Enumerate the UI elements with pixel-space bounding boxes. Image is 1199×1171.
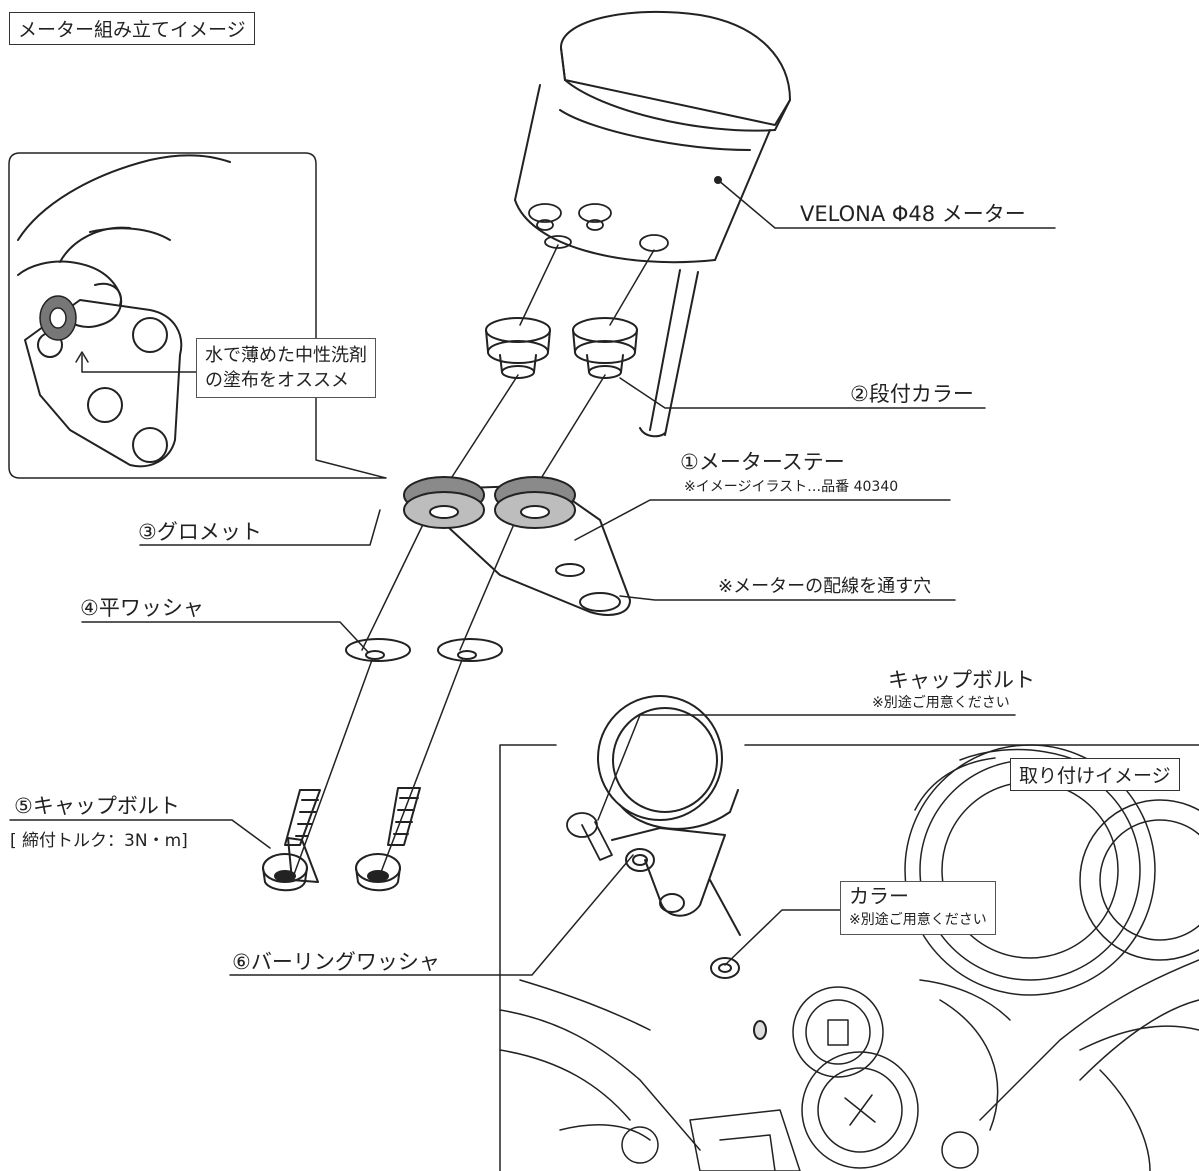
stepped-collar-right [572, 317, 638, 379]
stepped-collar-left [485, 317, 551, 379]
meter-stay [407, 484, 631, 616]
label-collar: カラー [849, 884, 909, 908]
inset-arrow [81, 354, 201, 373]
label-stepped-collar: ②段付カラー [850, 382, 974, 406]
label-grommet: ③グロメット [138, 520, 262, 544]
label-burring-washer: ⑥バーリングワッシャ [232, 950, 440, 974]
label-flat-washer: ④平ワッシャ [80, 596, 204, 620]
grommet-right [494, 476, 576, 529]
install-title: 取り付けイメージ [1010, 758, 1180, 791]
guide-lines [291, 244, 655, 881]
cap-bolt-right [355, 787, 421, 892]
label-torque: [ 締付トルク：3N・m] [10, 831, 188, 851]
label-meter-stay-note: ※イメージイラスト…品番 40340 [684, 479, 899, 495]
inset-note: 水で薄めた中性洗剤 の塗布をオススメ [196, 338, 376, 398]
inset-frame [8, 152, 387, 479]
grommet-left [403, 476, 485, 529]
install-cap-bolt [566, 812, 613, 861]
flat-washer-right [437, 638, 503, 662]
meter-studs [528, 203, 669, 252]
meter-cable [639, 269, 699, 438]
label-wiring-hole: ※メーターの配線を通す穴 [718, 576, 932, 597]
install-frame [499, 744, 1199, 1171]
label-cap-bolt-right: キャップボルト [888, 668, 1035, 692]
install-meter [597, 695, 767, 1040]
inset-hand [17, 154, 231, 328]
flat-washer-left [345, 638, 411, 662]
label-cap-bolt: ⑤キャップボルト [14, 794, 180, 818]
page-title: メーター組み立てイメージ [9, 12, 255, 45]
meter-body [514, 10, 791, 264]
cap-bolt-left [262, 789, 321, 892]
inset-note-line2: の塗布をオススメ [205, 370, 349, 391]
collar-note-box: カラー ※別途ご用意ください [840, 881, 996, 935]
install-handlebar [499, 959, 1199, 1171]
label-meter: VELONA Φ48 メーター [800, 202, 1026, 226]
label-cap-bolt-right-note: ※別途ご用意ください [872, 695, 1010, 711]
install-clamp [559, 979, 1011, 1171]
inset-grommet [39, 295, 77, 341]
label-meter-stay: ①メーターステー [680, 450, 845, 474]
inset-note-line1: 水で薄めた中性洗剤 [205, 345, 367, 366]
label-collar-note: ※別途ご用意ください [849, 912, 987, 928]
install-ignition [792, 986, 919, 1169]
